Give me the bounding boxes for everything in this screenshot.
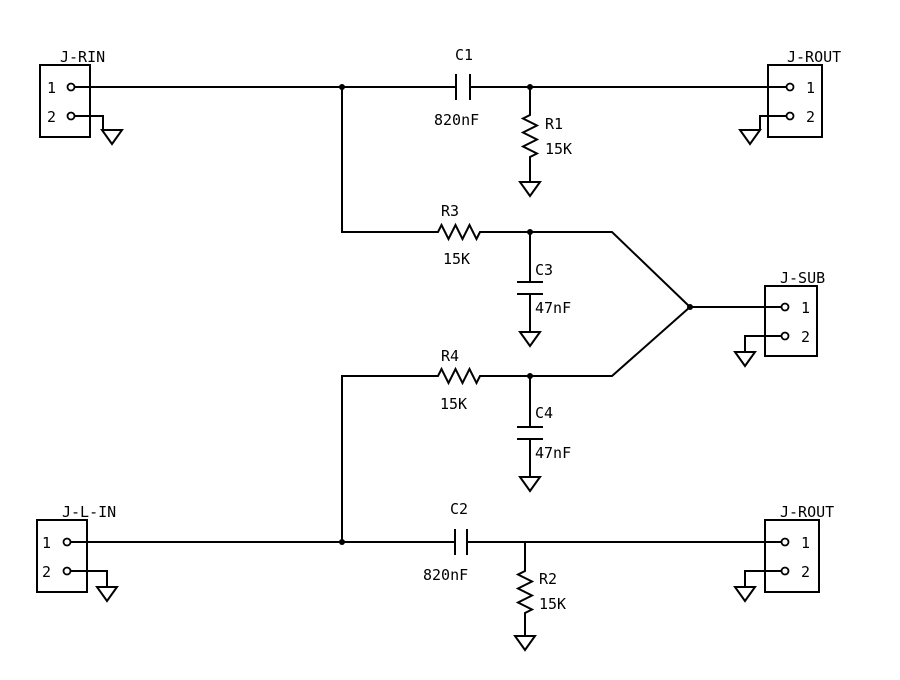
ground-icon <box>513 635 537 652</box>
pin-number: 1 <box>47 79 56 97</box>
connector-label: J-ROUT <box>787 48 841 66</box>
connector-j-l-in: J-L-IN 1 2 <box>36 503 116 593</box>
connector-body <box>764 519 820 593</box>
component-value: 820nF <box>423 566 468 584</box>
pin-2[interactable] <box>62 566 72 576</box>
resistor-zigzag <box>515 542 535 636</box>
component-value: 47nF <box>535 299 571 317</box>
capacitor-c1: C1 820nF <box>434 46 479 129</box>
connector-body <box>39 64 91 138</box>
resistor-r1: R1 15K <box>520 87 572 182</box>
pin-1[interactable] <box>780 537 790 547</box>
ground-icon <box>95 586 119 603</box>
wire <box>759 115 786 130</box>
connector-j-rout-top: J-ROUT 1 2 <box>767 48 841 138</box>
component-value: 15K <box>440 395 467 413</box>
component-ref: C1 <box>455 46 473 64</box>
resistor-zigzag <box>428 222 530 242</box>
component-ref: C3 <box>535 261 553 279</box>
pin-number: 2 <box>801 563 810 581</box>
pin-number: 2 <box>806 108 815 126</box>
resistor-r4: R4 15K <box>428 347 530 413</box>
wire <box>71 570 108 587</box>
wire <box>341 87 428 233</box>
wire <box>341 375 428 542</box>
component-value: 820nF <box>434 111 479 129</box>
pin-number: 1 <box>42 534 51 552</box>
pin-2[interactable] <box>780 331 790 341</box>
pin-number: 2 <box>42 563 51 581</box>
wire <box>744 335 781 352</box>
connector-label: J-L-IN <box>62 503 116 521</box>
connector-label: J-ROUT <box>780 503 834 521</box>
ground-icon <box>100 129 124 146</box>
connector-label: J-RIN <box>60 48 105 66</box>
ground-icon <box>738 129 762 146</box>
pin-number: 1 <box>806 79 815 97</box>
pin-2[interactable] <box>785 111 795 121</box>
connector-j-rin: J-RIN 1 2 <box>39 48 105 138</box>
pin-2[interactable] <box>66 111 76 121</box>
pin-1[interactable] <box>62 537 72 547</box>
capacitor-c4: C4 47nF <box>517 376 571 477</box>
pin-number: 1 <box>801 534 810 552</box>
component-value: 47nF <box>535 444 571 462</box>
connector-body <box>767 64 823 138</box>
component-ref: C4 <box>535 404 553 422</box>
pin-2[interactable] <box>780 566 790 576</box>
capacitor-c3: C3 47nF <box>517 232 571 332</box>
pin-number: 1 <box>801 299 810 317</box>
pin-1[interactable] <box>780 302 790 312</box>
ground-icon <box>518 331 542 348</box>
connector-body <box>36 519 88 593</box>
component-ref: R2 <box>539 570 557 588</box>
component-value: 15K <box>545 140 572 158</box>
component-ref: R3 <box>441 202 459 220</box>
component-ref: R1 <box>545 115 563 133</box>
resistor-zigzag <box>520 87 540 182</box>
wire <box>75 115 104 130</box>
wire <box>744 570 781 587</box>
connector-j-sub: J-SUB 1 2 <box>764 269 825 357</box>
resistor-r2: R2 15K <box>515 542 566 636</box>
wire <box>530 306 691 377</box>
pin-1[interactable] <box>66 82 76 92</box>
connector-body <box>764 285 818 357</box>
pin-number: 2 <box>47 108 56 126</box>
ground-icon <box>733 586 757 603</box>
connector-j-rout-bottom: J-ROUT 1 2 <box>764 503 834 593</box>
pin-1[interactable] <box>785 82 795 92</box>
component-value: 15K <box>443 250 470 268</box>
ground-icon <box>518 476 542 493</box>
resistor-zigzag <box>428 366 530 386</box>
component-value: 15K <box>539 595 566 613</box>
junction <box>339 539 345 545</box>
connector-label: J-SUB <box>780 269 825 287</box>
pin-number: 2 <box>801 328 810 346</box>
component-ref: C2 <box>450 500 468 518</box>
resistor-r3: R3 15K <box>428 202 530 268</box>
ground-icon <box>518 181 542 198</box>
component-ref: R4 <box>441 347 459 365</box>
ground-icon <box>733 351 757 368</box>
capacitor-c2: C2 820nF <box>423 500 468 584</box>
wire <box>530 231 691 308</box>
